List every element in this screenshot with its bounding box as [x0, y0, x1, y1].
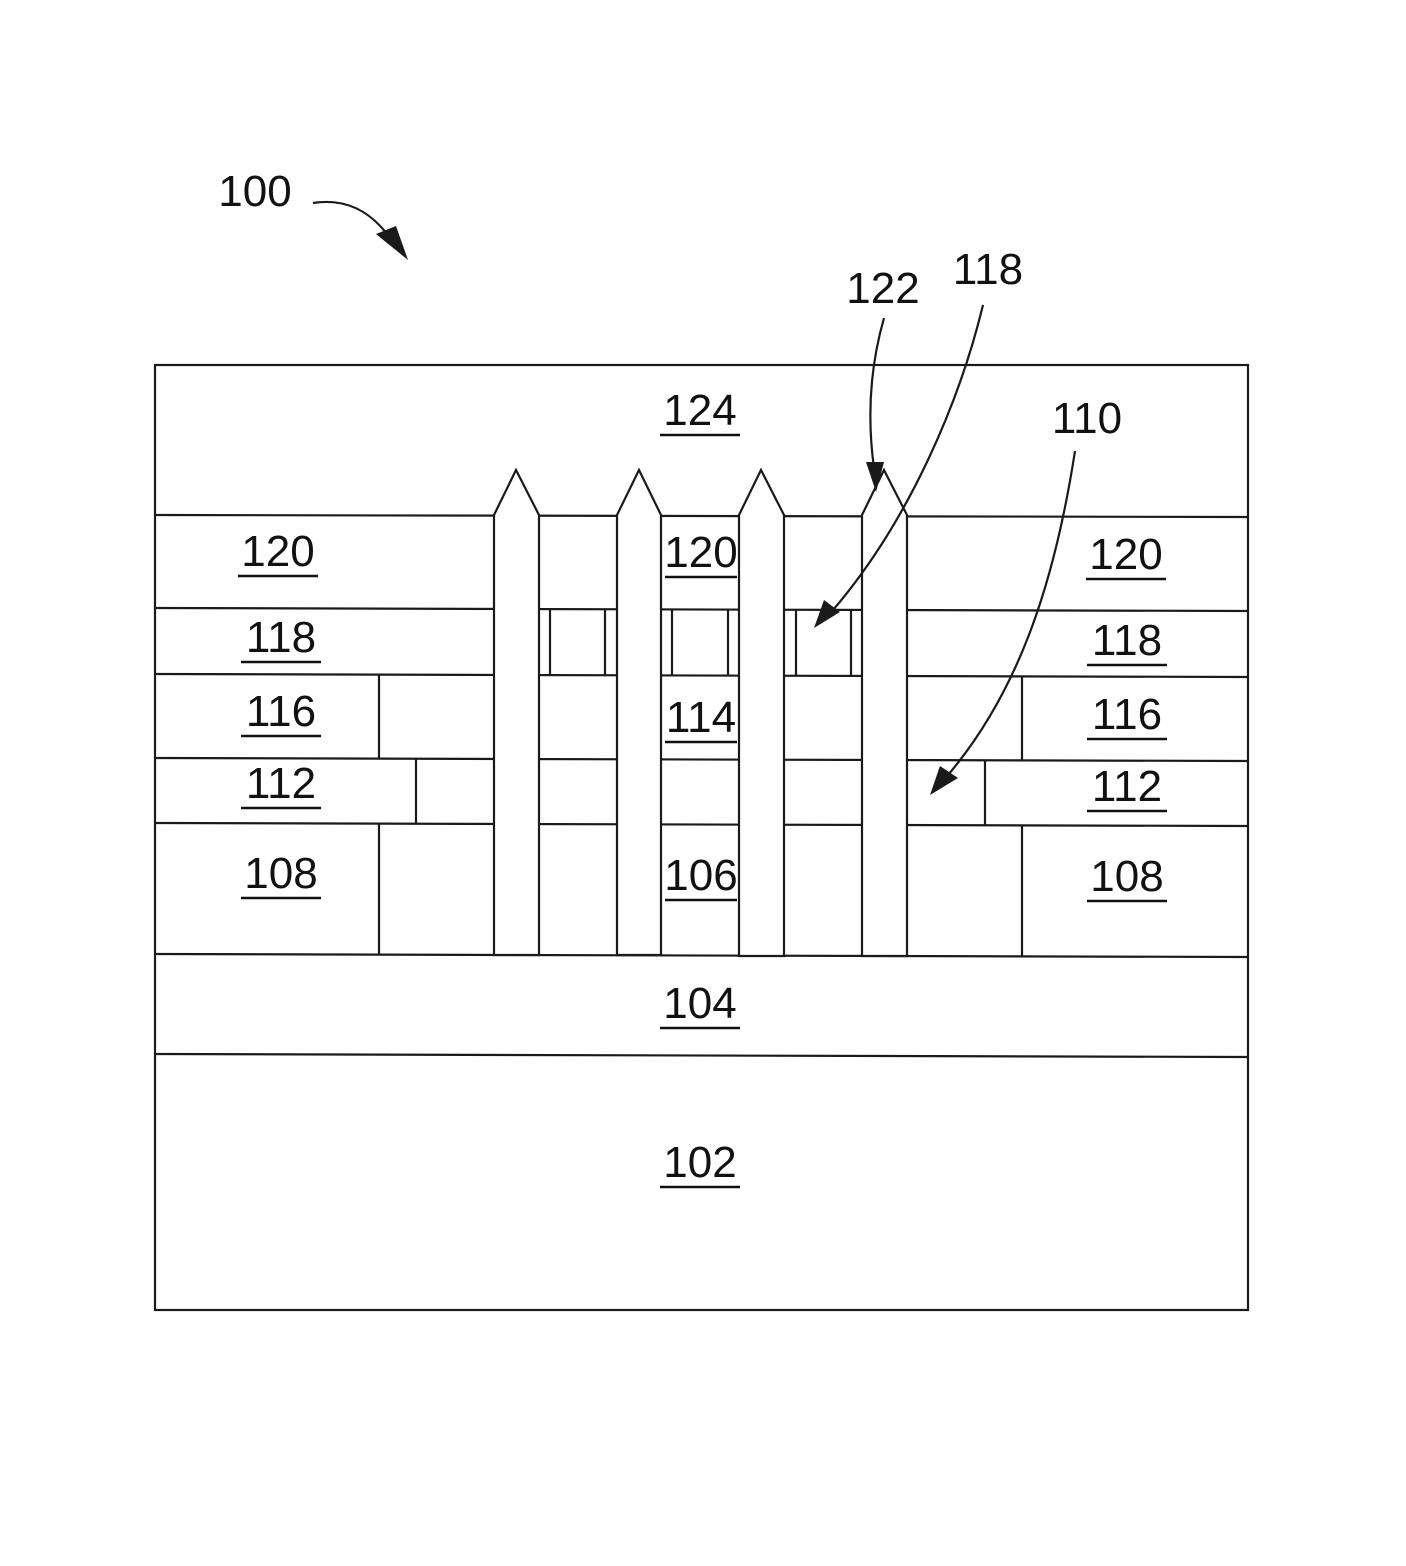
boundary-118-116 [155, 674, 1248, 677]
label-right-120-text: 120 [1089, 530, 1162, 579]
pillar-3 [739, 470, 784, 956]
label-right-108-text: 108 [1090, 852, 1163, 901]
pillar-4 [862, 470, 907, 956]
label-right-120: 120 [1086, 530, 1166, 579]
pillar-2 [617, 470, 661, 955]
boundary-124-120 [155, 515, 1248, 517]
boundary-120-118 [155, 608, 1248, 611]
boundary-108-104 [155, 954, 1248, 957]
ref-118-arrowhead [814, 600, 840, 628]
label-left-118-text: 118 [246, 613, 316, 662]
ref-110-arrowhead [930, 766, 958, 795]
ref-110-leader [948, 451, 1075, 775]
label-center-106: 106 [664, 851, 737, 900]
label-left-108: 108 [241, 849, 321, 898]
label-104-text: 104 [663, 979, 736, 1028]
label-center-106-text: 106 [664, 851, 737, 900]
label-104: 104 [660, 979, 740, 1028]
label-left-108-text: 108 [244, 849, 317, 898]
ref-122-leader [870, 318, 884, 468]
label-left-112-text: 112 [246, 759, 316, 808]
label-124-text: 124 [663, 386, 736, 435]
label-center-114-text: 114 [666, 693, 736, 742]
label-102: 102 [660, 1138, 740, 1187]
label-right-112-text: 112 [1092, 762, 1162, 811]
label-right-118-text: 118 [1092, 616, 1162, 665]
label-124: 124 [660, 386, 740, 435]
label-center-120: 120 [664, 528, 737, 577]
pillar-1 [494, 470, 539, 955]
ref-100-arrowhead [376, 226, 408, 260]
label-left-120: 120 [238, 527, 318, 576]
label-left-116-text: 116 [246, 687, 316, 736]
label-left-118: 118 [241, 613, 321, 662]
ref-110-text: 110 [1052, 394, 1122, 443]
ref-118-text: 118 [953, 245, 1023, 294]
ref-100-text: 100 [218, 167, 291, 216]
label-left-112: 112 [241, 759, 321, 808]
label-center-120-text: 120 [664, 528, 737, 577]
ref-100-leader [313, 202, 390, 238]
label-right-116-text: 116 [1092, 690, 1162, 739]
label-right-118: 118 [1087, 616, 1167, 665]
label-right-112: 112 [1087, 762, 1167, 811]
gate-segments-118 [550, 609, 851, 676]
label-left-116: 116 [241, 687, 321, 736]
ref-122-text: 122 [846, 264, 919, 313]
label-right-108: 108 [1087, 852, 1167, 901]
boundary-112-108 [155, 823, 1248, 826]
boundary-116-112 [155, 758, 1248, 761]
label-center-114: 114 [665, 693, 737, 742]
label-right-116: 116 [1087, 690, 1167, 739]
label-left-120-text: 120 [241, 527, 314, 576]
label-102-text: 102 [663, 1138, 736, 1187]
boundary-104-102 [155, 1054, 1248, 1057]
